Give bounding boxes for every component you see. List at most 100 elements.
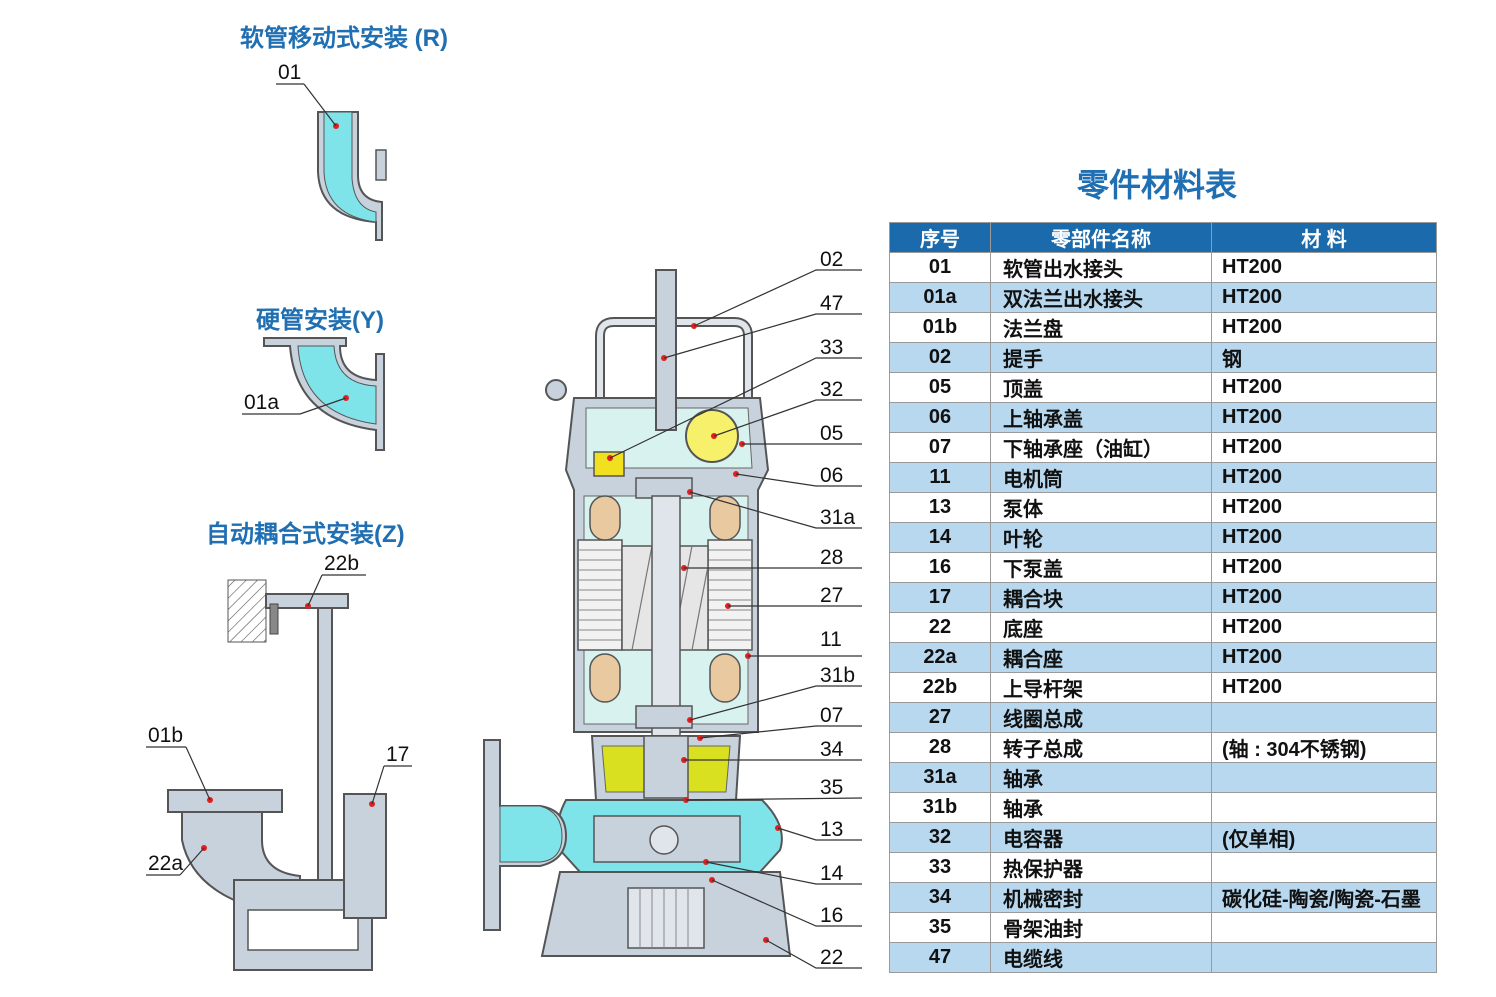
cell-number: 32 bbox=[889, 822, 991, 853]
cell-number: 06 bbox=[889, 402, 991, 433]
cell-part-name: 双法兰出水接头 bbox=[990, 282, 1212, 313]
cell-part-name: 耦合座 bbox=[990, 642, 1212, 673]
cell-number: 31a bbox=[889, 762, 991, 793]
callout-05: 05 bbox=[820, 422, 843, 445]
callout-31b: 31b bbox=[820, 664, 855, 687]
cell-material: HT200 bbox=[1211, 432, 1437, 463]
cell-material: HT200 bbox=[1211, 252, 1437, 283]
cell-part-name: 下泵盖 bbox=[990, 552, 1212, 583]
cell-part-name: 轴承 bbox=[990, 762, 1212, 793]
cell-material bbox=[1211, 762, 1437, 793]
cell-number: 01a bbox=[889, 282, 991, 313]
cell-part-name: 电缆线 bbox=[990, 942, 1212, 973]
cell-material bbox=[1211, 792, 1437, 823]
callout-31a: 31a bbox=[820, 506, 855, 529]
cell-material: HT200 bbox=[1211, 612, 1437, 643]
cell-material: HT200 bbox=[1211, 672, 1437, 703]
callout-06: 06 bbox=[820, 464, 843, 487]
cell-part-name: 热保护器 bbox=[990, 852, 1212, 883]
cell-part-name: 软管出水接头 bbox=[990, 252, 1212, 283]
rigid-flanged-elbow bbox=[263, 337, 385, 451]
cell-number: 17 bbox=[889, 582, 991, 613]
cell-number: 31b bbox=[889, 792, 991, 823]
cell-number: 22a bbox=[889, 642, 991, 673]
callout-z-22b: 22b bbox=[324, 552, 359, 575]
cell-part-name: 线圈总成 bbox=[990, 702, 1212, 733]
cell-part-name: 泵体 bbox=[990, 492, 1212, 523]
cell-part-name: 底座 bbox=[990, 612, 1212, 643]
cell-number: 22b bbox=[889, 672, 991, 703]
cell-material: HT200 bbox=[1211, 282, 1437, 313]
parts-table-title: 零件材料表 bbox=[1077, 167, 1238, 203]
callout-z-22a: 22a bbox=[148, 852, 183, 875]
cell-material bbox=[1211, 852, 1437, 883]
header-material: 材 料 bbox=[1211, 222, 1437, 253]
callout-07: 07 bbox=[820, 704, 843, 727]
cell-part-name: 机械密封 bbox=[990, 882, 1212, 913]
cell-material: (轴 : 304不锈钢) bbox=[1211, 732, 1437, 763]
header-part-name: 零部件名称 bbox=[990, 222, 1212, 253]
cell-material: HT200 bbox=[1211, 552, 1437, 583]
callout-r-01: 01 bbox=[278, 61, 301, 84]
cell-part-name: 轴承 bbox=[990, 792, 1212, 823]
hose-outlet-elbow bbox=[317, 111, 387, 241]
callout-33: 33 bbox=[820, 336, 843, 359]
table-header-row: 序号 零部件名称 材 料 bbox=[889, 222, 1437, 253]
cell-part-name: 提手 bbox=[990, 342, 1212, 373]
cell-material: HT200 bbox=[1211, 492, 1437, 523]
cell-material: 钢 bbox=[1211, 342, 1437, 373]
cell-number: 11 bbox=[889, 462, 991, 493]
callout-28: 28 bbox=[820, 546, 843, 569]
cell-number: 01 bbox=[889, 252, 991, 283]
cell-number: 16 bbox=[889, 552, 991, 583]
title-autocoupling-install: 自动耦合式安装(Z) bbox=[206, 521, 405, 548]
cell-part-name: 骨架油封 bbox=[990, 912, 1212, 943]
callout-13: 13 bbox=[820, 818, 843, 841]
pump-cross-section bbox=[483, 269, 792, 957]
cell-part-name: 顶盖 bbox=[990, 372, 1212, 403]
cell-material: HT200 bbox=[1211, 372, 1437, 403]
cell-number: 33 bbox=[889, 852, 991, 883]
callout-27: 27 bbox=[820, 584, 843, 607]
cell-number: 34 bbox=[889, 882, 991, 913]
cell-number: 07 bbox=[889, 432, 991, 463]
cell-part-name: 上导杆架 bbox=[990, 672, 1212, 703]
callout-16: 16 bbox=[820, 904, 843, 927]
cell-number: 27 bbox=[889, 702, 991, 733]
cell-number: 28 bbox=[889, 732, 991, 763]
cell-number: 13 bbox=[889, 492, 991, 523]
callout-47: 47 bbox=[820, 292, 843, 315]
title-rigid-install: 硬管安装(Y) bbox=[256, 307, 384, 334]
cell-material: (仅单相) bbox=[1211, 822, 1437, 853]
callout-34: 34 bbox=[820, 738, 844, 761]
cell-material: HT200 bbox=[1211, 402, 1437, 433]
cell-number: 02 bbox=[889, 342, 991, 373]
callout-32: 32 bbox=[820, 378, 843, 401]
cell-material: HT200 bbox=[1211, 522, 1437, 553]
cell-number: 47 bbox=[889, 942, 991, 973]
callout-14: 14 bbox=[820, 862, 844, 885]
cell-material: HT200 bbox=[1211, 582, 1437, 613]
